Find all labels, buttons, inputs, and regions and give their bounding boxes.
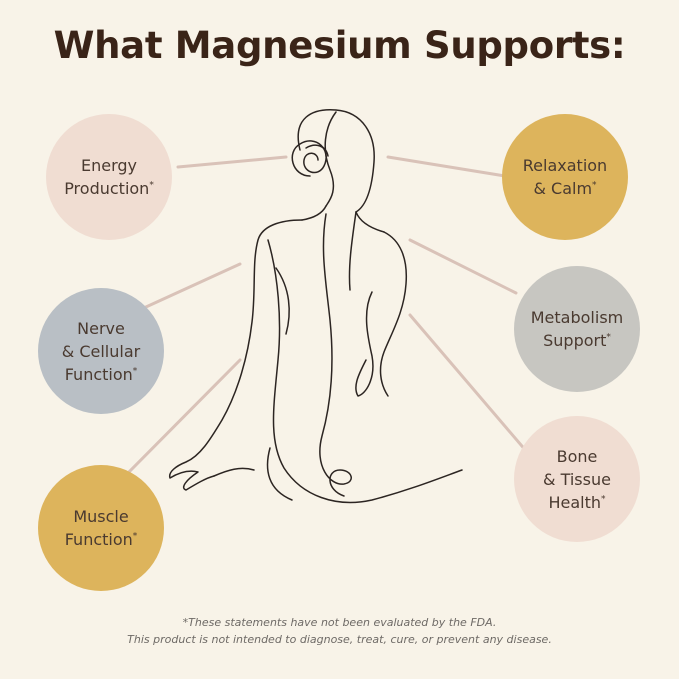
benefit-circle-energy: Energy Production* (46, 114, 172, 240)
benefit-label: Nerve & Cellular Function* (61, 318, 141, 384)
benefit-label: Muscle Function* (64, 507, 138, 549)
benefit-circle-relaxation: Relaxation & Calm* (502, 114, 628, 240)
woman-line-art (168, 109, 463, 504)
disclaimer-line-1: *These statements have not been evaluate… (182, 616, 497, 629)
benefit-label: Relaxation & Calm* (522, 156, 608, 198)
connector-nerve (133, 262, 242, 314)
connector-bone (408, 313, 529, 454)
connector-muscle (126, 358, 242, 475)
benefit-label: Bone & Tissue Health* (543, 446, 611, 512)
connector-relaxation (386, 155, 507, 178)
page-title: What Magnesium Supports: (53, 24, 626, 67)
benefit-circle-bone: Bone & Tissue Health* (514, 416, 640, 542)
fda-disclaimer: *These statements have not been evaluate… (0, 614, 679, 648)
benefit-label: Energy Production* (64, 156, 154, 198)
connector-metabolism (408, 238, 518, 295)
connector-lines (126, 155, 529, 475)
disclaimer-line-2: This product is not intended to diagnose… (127, 633, 552, 646)
benefit-label: Metabolism Support* (530, 308, 624, 350)
benefit-circle-muscle: Muscle Function* (38, 465, 164, 591)
connector-energy (176, 155, 288, 169)
benefit-circle-nerve: Nerve & Cellular Function* (38, 288, 164, 414)
benefit-circle-metabolism: Metabolism Support* (514, 266, 640, 392)
